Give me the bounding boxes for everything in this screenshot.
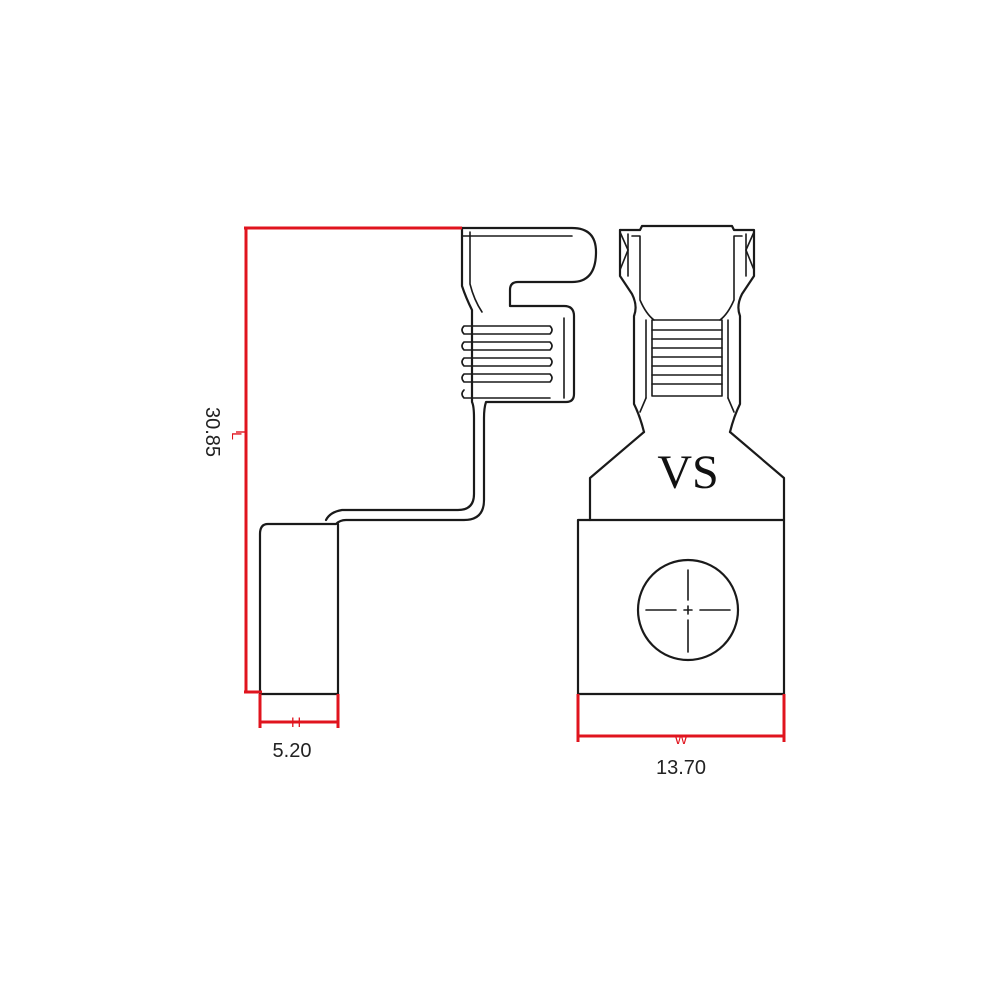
side-view [258,226,598,696]
dimension-width: W 13.70 [576,694,786,779]
mounting-hole [636,558,740,662]
dimension-length-value: 30.85 [201,407,223,457]
dimension-width-value: 13.70 [656,757,706,779]
front-view-shoulder [588,430,786,522]
dimension-height-value: 5.20 [273,740,312,762]
front-view-crimp-barrel [639,319,735,413]
front-view-rolled-edges [619,231,755,321]
side-view-inner-outline [324,226,476,522]
dimension-width-letter: W [674,731,688,747]
dimension-length: L 30.85 [201,226,462,694]
dimension-height: H 5.20 [258,694,340,762]
side-view-serrations [461,325,553,399]
side-view-outline [258,226,598,696]
front-view-receptacle-left [618,228,646,434]
front-view-tongue [576,518,786,696]
front-view: VS [576,224,786,696]
front-view-receptacle [618,224,756,434]
side-view-tab-line [469,231,483,313]
front-view-marking: VS [657,446,718,499]
dimension-height-letter: H [291,714,301,730]
dimension-length-letter: L [229,432,245,440]
